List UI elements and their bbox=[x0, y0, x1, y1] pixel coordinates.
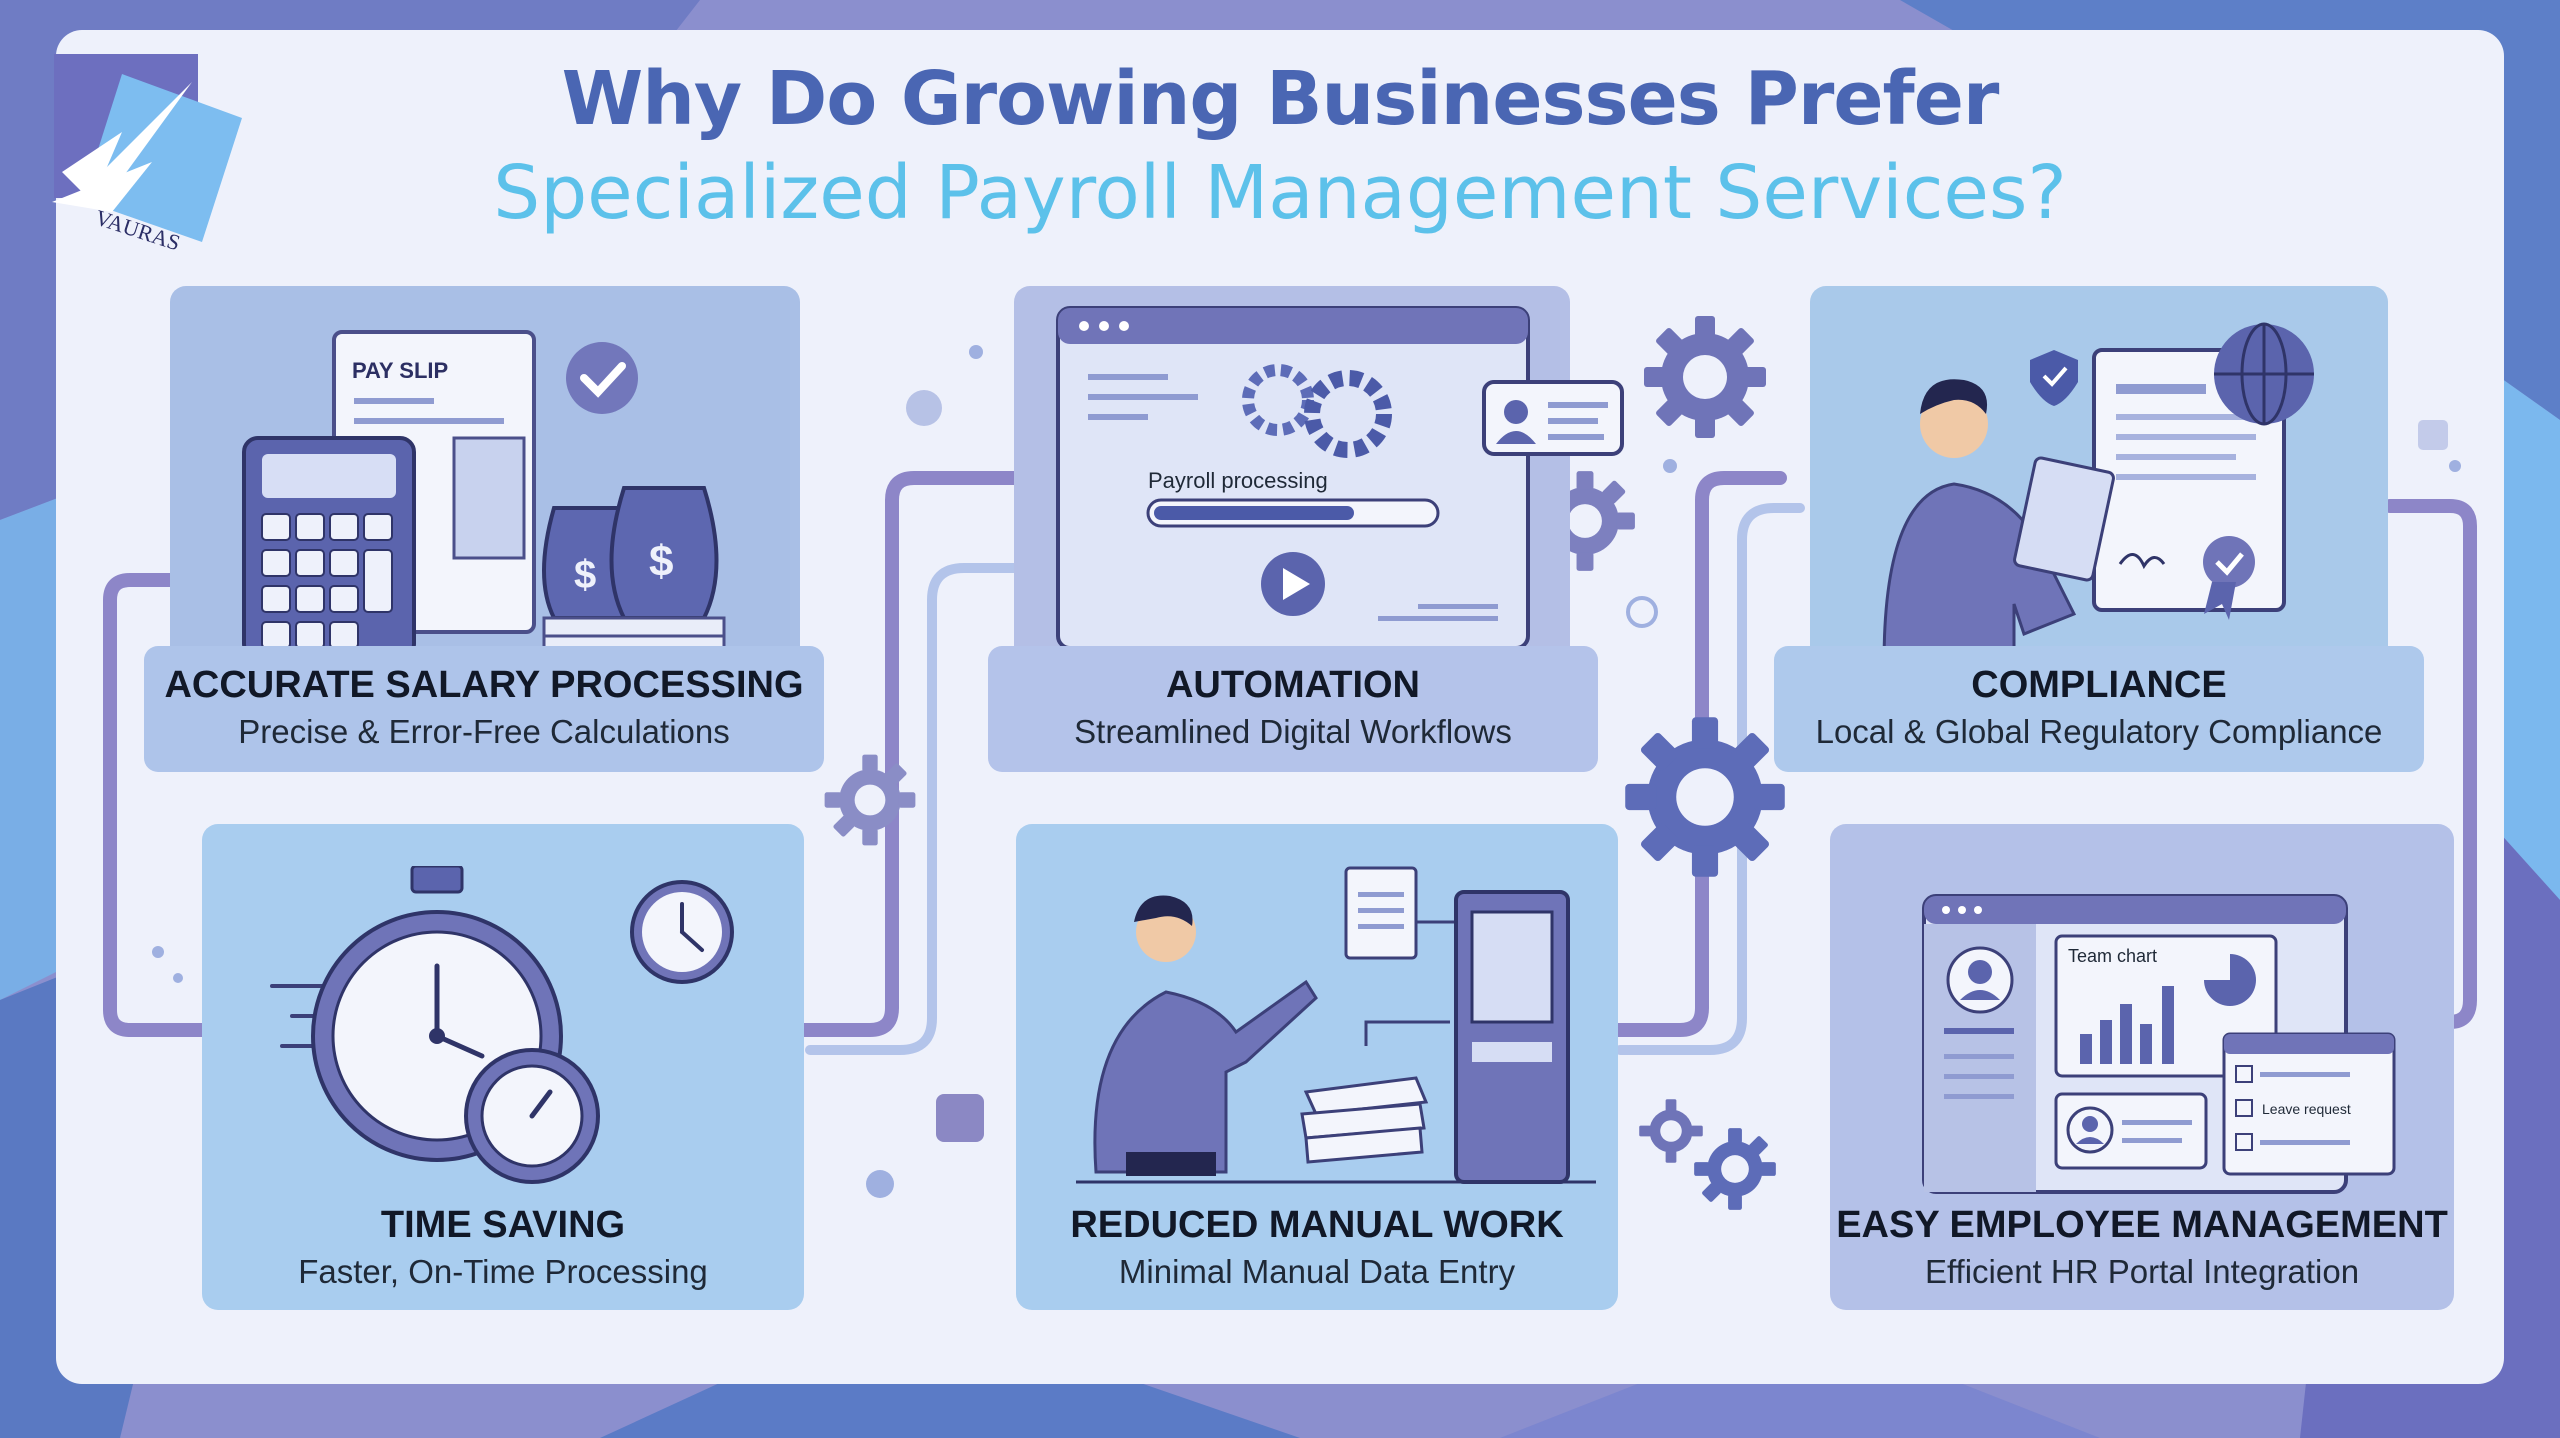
card-subtitle: Streamlined Digital Workflows bbox=[1074, 713, 1512, 750]
calculator-payslip-money-icon: PAY SLIP $ $ bbox=[234, 330, 754, 682]
gear-icon bbox=[824, 754, 916, 846]
card-label: EASY EMPLOYEE MANAGEMENT Efficient HR Po… bbox=[1830, 1194, 2454, 1310]
gear-icon bbox=[1694, 1128, 1776, 1210]
person-kiosk-documents-icon bbox=[1076, 866, 1596, 1184]
progress-label: Payroll processing bbox=[1148, 468, 1328, 493]
vauras-logo: VAURAS bbox=[52, 54, 242, 255]
browser-gears-icon: Payroll processing bbox=[1056, 306, 1530, 650]
payslip-label: PAY SLIP bbox=[352, 358, 448, 383]
card-easy-employee-management: Team chart Leave request EASY EMPLOYEE M… bbox=[1830, 824, 2454, 1310]
card-subtitle: Local & Global Regulatory Compliance bbox=[1815, 713, 2383, 750]
gear-icon bbox=[1639, 1099, 1703, 1163]
card-heading: TIME SAVING bbox=[380, 1204, 626, 1246]
card-heading: ACCURATE SALARY PROCESSING bbox=[164, 664, 804, 706]
person-document-globe-icon bbox=[1844, 322, 2364, 666]
progress-bar-fill bbox=[1154, 506, 1354, 520]
card-heading: COMPLIANCE bbox=[1971, 664, 2227, 706]
svg-text:$: $ bbox=[574, 553, 596, 597]
card-label: AUTOMATION Streamlined Digital Workflows bbox=[988, 646, 1598, 772]
leave-request-label: Leave request bbox=[2262, 1101, 2351, 1117]
card-subtitle: Faster, On-Time Processing bbox=[298, 1253, 708, 1290]
stopwatch-clock-icon bbox=[270, 866, 734, 1184]
svg-text:$: $ bbox=[649, 537, 673, 586]
card-subtitle: Efficient HR Portal Integration bbox=[1924, 1253, 2360, 1290]
card-compliance: COMPLIANCE Local & Global Regulatory Com… bbox=[1774, 284, 2424, 776]
page-title: Why Do Growing Businesses Prefer bbox=[561, 56, 2000, 142]
card-heading: AUTOMATION bbox=[1165, 664, 1420, 706]
team-chart-label: Team chart bbox=[2068, 946, 2157, 966]
card-time-saving: TIME SAVING Faster, On-Time Processing bbox=[202, 824, 804, 1310]
card-label: REDUCED MANUAL WORK Minimal Manual Data … bbox=[1016, 1194, 1618, 1310]
user-card-icon bbox=[1482, 380, 1624, 456]
card-accurate-salary-processing: PAY SLIP $ $ ACCURATE SALARY PROCESSING … bbox=[144, 284, 824, 776]
card-reduced-manual-work: REDUCED MANUAL WORK Minimal Manual Data … bbox=[1016, 824, 1618, 1310]
gear-icon bbox=[1644, 316, 1766, 438]
page-subtitle: Specialized Payroll Management Services? bbox=[493, 150, 2067, 236]
card-label: TIME SAVING Faster, On-Time Processing bbox=[202, 1194, 804, 1310]
card-label: ACCURATE SALARY PROCESSING Precise & Err… bbox=[144, 646, 824, 772]
card-subtitle: Minimal Manual Data Entry bbox=[1118, 1253, 1516, 1290]
card-label: COMPLIANCE Local & Global Regulatory Com… bbox=[1774, 646, 2424, 772]
card-heading: REDUCED MANUAL WORK bbox=[1070, 1204, 1564, 1246]
card-subtitle: Precise & Error-Free Calculations bbox=[238, 713, 730, 750]
gear-icon bbox=[1625, 717, 1785, 877]
card-heading: EASY EMPLOYEE MANAGEMENT bbox=[1836, 1204, 2448, 1246]
hr-dashboard-icon: Team chart Leave request bbox=[1922, 894, 2396, 1194]
card-automation: Payroll processing AUTOMATION Streamline… bbox=[988, 284, 1598, 776]
